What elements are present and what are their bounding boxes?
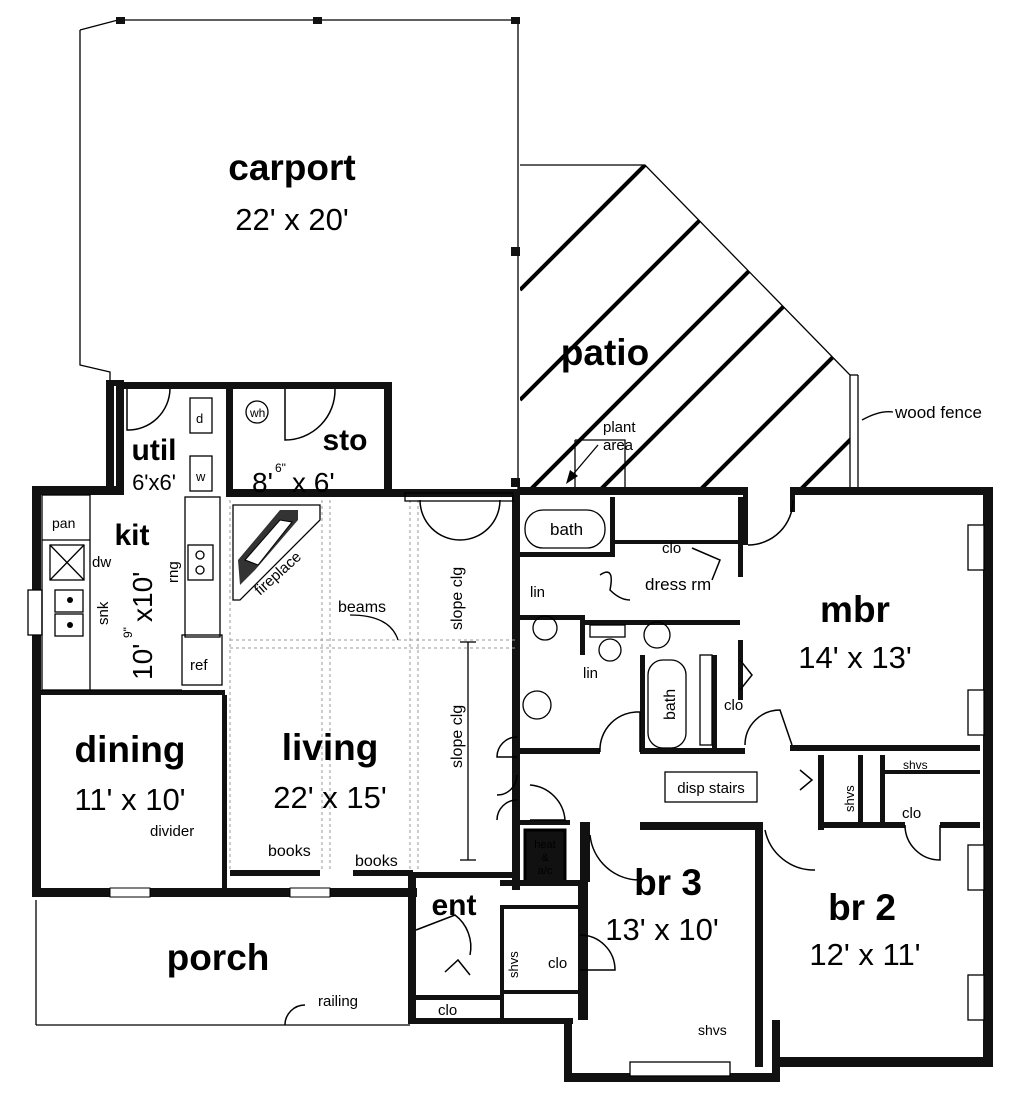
carport-name: carport <box>228 147 355 188</box>
wood-fence-label: wood fence <box>894 403 982 422</box>
ref-label: ref <box>190 657 208 674</box>
lin-label-1: lin <box>530 584 545 601</box>
clo-label-br3: clo <box>548 955 567 972</box>
kit-dim-sup: 9" <box>121 627 135 638</box>
kitchen-fixtures <box>41 494 223 691</box>
lin-label-2: lin <box>583 665 598 682</box>
bath-label-master: bath <box>550 520 583 539</box>
clo-label-br2: clo <box>902 805 921 822</box>
ent-name: ent <box>432 889 477 922</box>
slope-clg-upper: slope clg <box>449 567 466 630</box>
amp-label: & <box>541 852 549 864</box>
mbr-name: mbr <box>820 589 890 630</box>
patio-area <box>520 164 894 490</box>
plant-label: plant <box>603 419 636 436</box>
br3-name: br 3 <box>634 862 702 903</box>
d-label: d <box>196 411 203 426</box>
br2-name: br 2 <box>828 887 896 928</box>
beams <box>229 500 515 870</box>
beams-label: beams <box>338 599 386 616</box>
porch-name: porch <box>167 937 270 978</box>
sto-dim-a: 8' <box>252 467 273 498</box>
books-label-right: books <box>355 853 398 870</box>
room-labels: carport 22' x 20' patio util 6'x6' sto 8… <box>74 147 920 978</box>
br2-dim: 12' x 11' <box>809 937 920 972</box>
kit-name: kit <box>114 519 149 552</box>
util-name: util <box>132 434 177 467</box>
exterior-walls <box>27 380 993 1082</box>
doors <box>284 492 941 1026</box>
slope-clg-lower: slope clg <box>449 705 466 768</box>
util-dim: 6'x6' <box>132 470 176 495</box>
divider-label: divider <box>150 823 194 840</box>
books-label-left: books <box>268 843 311 860</box>
rng-label: rng <box>165 561 182 583</box>
shv-label-top: shvs <box>903 758 928 772</box>
carport-outline <box>79 17 520 490</box>
sto-dim-sup: 6" <box>275 461 286 475</box>
carport-dim: 22' x 20' <box>235 202 349 237</box>
dress-rm-label: dress rm <box>645 575 711 594</box>
util-fixtures <box>126 388 336 492</box>
shvs-label-ent: shvs <box>506 951 521 978</box>
sto-name: sto <box>323 424 368 457</box>
wh-label: wh <box>249 406 265 420</box>
area-label: area <box>603 437 634 454</box>
sto-dim-b: x 6' <box>292 467 335 498</box>
disp-stairs-label: disp stairs <box>677 780 745 797</box>
dining-dim: 11' x 10' <box>74 782 185 817</box>
snk-label: snk <box>95 601 112 625</box>
shvs-label-br3: shvs <box>698 1022 727 1038</box>
ac-label: a/c <box>538 865 553 877</box>
dining-name: dining <box>75 729 186 770</box>
mbr-dim: 14' x 13' <box>798 640 912 675</box>
dw-label: dw <box>92 554 111 571</box>
pan-label: pan <box>52 515 75 531</box>
kit-dim-b: x10' <box>127 572 158 623</box>
w-label: w <box>195 469 206 484</box>
living-name: living <box>282 727 379 768</box>
clo-label-mbr: clo <box>724 697 743 714</box>
clo-label-dress: clo <box>662 540 681 557</box>
kit-dim-a: 10' <box>127 644 158 681</box>
heat-label: heat <box>534 839 555 851</box>
bath-label-hall: bath <box>662 689 679 720</box>
clo-label-ent: clo <box>438 1002 457 1019</box>
bath-fixtures <box>522 509 713 749</box>
railing-label: railing <box>318 993 358 1010</box>
br3-dim: 13' x 10' <box>605 912 719 947</box>
annotation-labels: wood fence plant area pan dw snk rng ref… <box>52 403 982 1038</box>
patio-name: patio <box>561 332 649 373</box>
shvs-label-br2: shvs <box>842 785 857 812</box>
fireplace <box>232 504 321 601</box>
living-dim: 22' x 15' <box>273 780 387 815</box>
